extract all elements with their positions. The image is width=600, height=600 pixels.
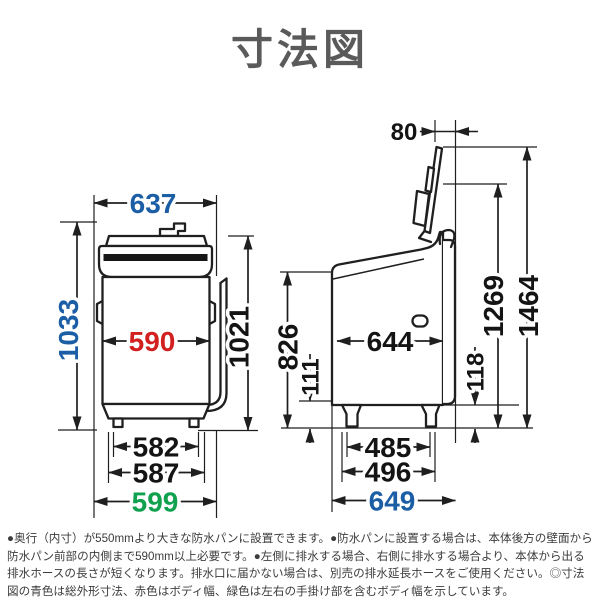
front-view-dimensions: 637 1033 1021 590 582 587 599 — [50, 185, 258, 521]
dim-side-top-height: 826 — [273, 324, 304, 371]
open-lid-fold-1 — [424, 165, 436, 194]
dim-side-lid-open-height: 1269 — [478, 275, 509, 337]
dim-front-base-width: 587 — [133, 458, 180, 489]
front-lid-dark-band — [103, 254, 208, 261]
left-handle — [95, 299, 104, 326]
front-lid-plate — [104, 234, 209, 248]
dim-side-total-height: 1464 — [513, 274, 544, 337]
dim-front-feet-width: 582 — [133, 432, 180, 463]
dim-side-rear-bottom-height: 118 — [463, 353, 490, 392]
lid-link — [417, 229, 433, 244]
dim-side-base-depth: 496 — [365, 457, 412, 488]
right-handle — [208, 299, 217, 326]
water-inlet-icon — [158, 222, 187, 238]
open-lid-fold-2 — [412, 189, 431, 228]
front-base — [101, 402, 211, 420]
dim-front-body-height: 1021 — [224, 306, 255, 368]
hose-slot — [411, 314, 429, 328]
side-front-foot — [340, 403, 363, 428]
side-top-seam — [332, 258, 425, 280]
side-view-drawing — [330, 120, 457, 443]
dim-side-lid-wall-gap: 80 — [391, 119, 418, 146]
dim-side-inner-depth: 644 — [367, 326, 414, 357]
dim-front-handle-width: 599 — [132, 487, 179, 518]
installation-notes: ●奥行（内寸）が550mmより大きな防水パンに設置できます。●防水パンに設置する… — [7, 532, 593, 598]
dim-side-foot-height: 111 — [298, 358, 325, 395]
front-left-foot — [112, 417, 124, 429]
dim-side-feet-depth: 485 — [365, 432, 412, 463]
side-rear-panel — [441, 238, 457, 406]
dim-side-total-depth: 649 — [369, 486, 416, 517]
front-lid-cap — [97, 244, 214, 279]
lid-hinge — [438, 228, 456, 249]
dim-front-total-width: 637 — [130, 188, 177, 219]
page-title: 寸法図 — [230, 26, 369, 73]
dim-front-body-width: 590 — [129, 326, 176, 357]
side-body — [330, 230, 445, 407]
dim-front-total-height: 1033 — [53, 299, 84, 361]
side-view-dimensions: 80 1464 1269 826 111 118 644 — [269, 116, 548, 521]
side-rear-foot — [420, 403, 441, 428]
front-right-foot — [188, 417, 200, 429]
